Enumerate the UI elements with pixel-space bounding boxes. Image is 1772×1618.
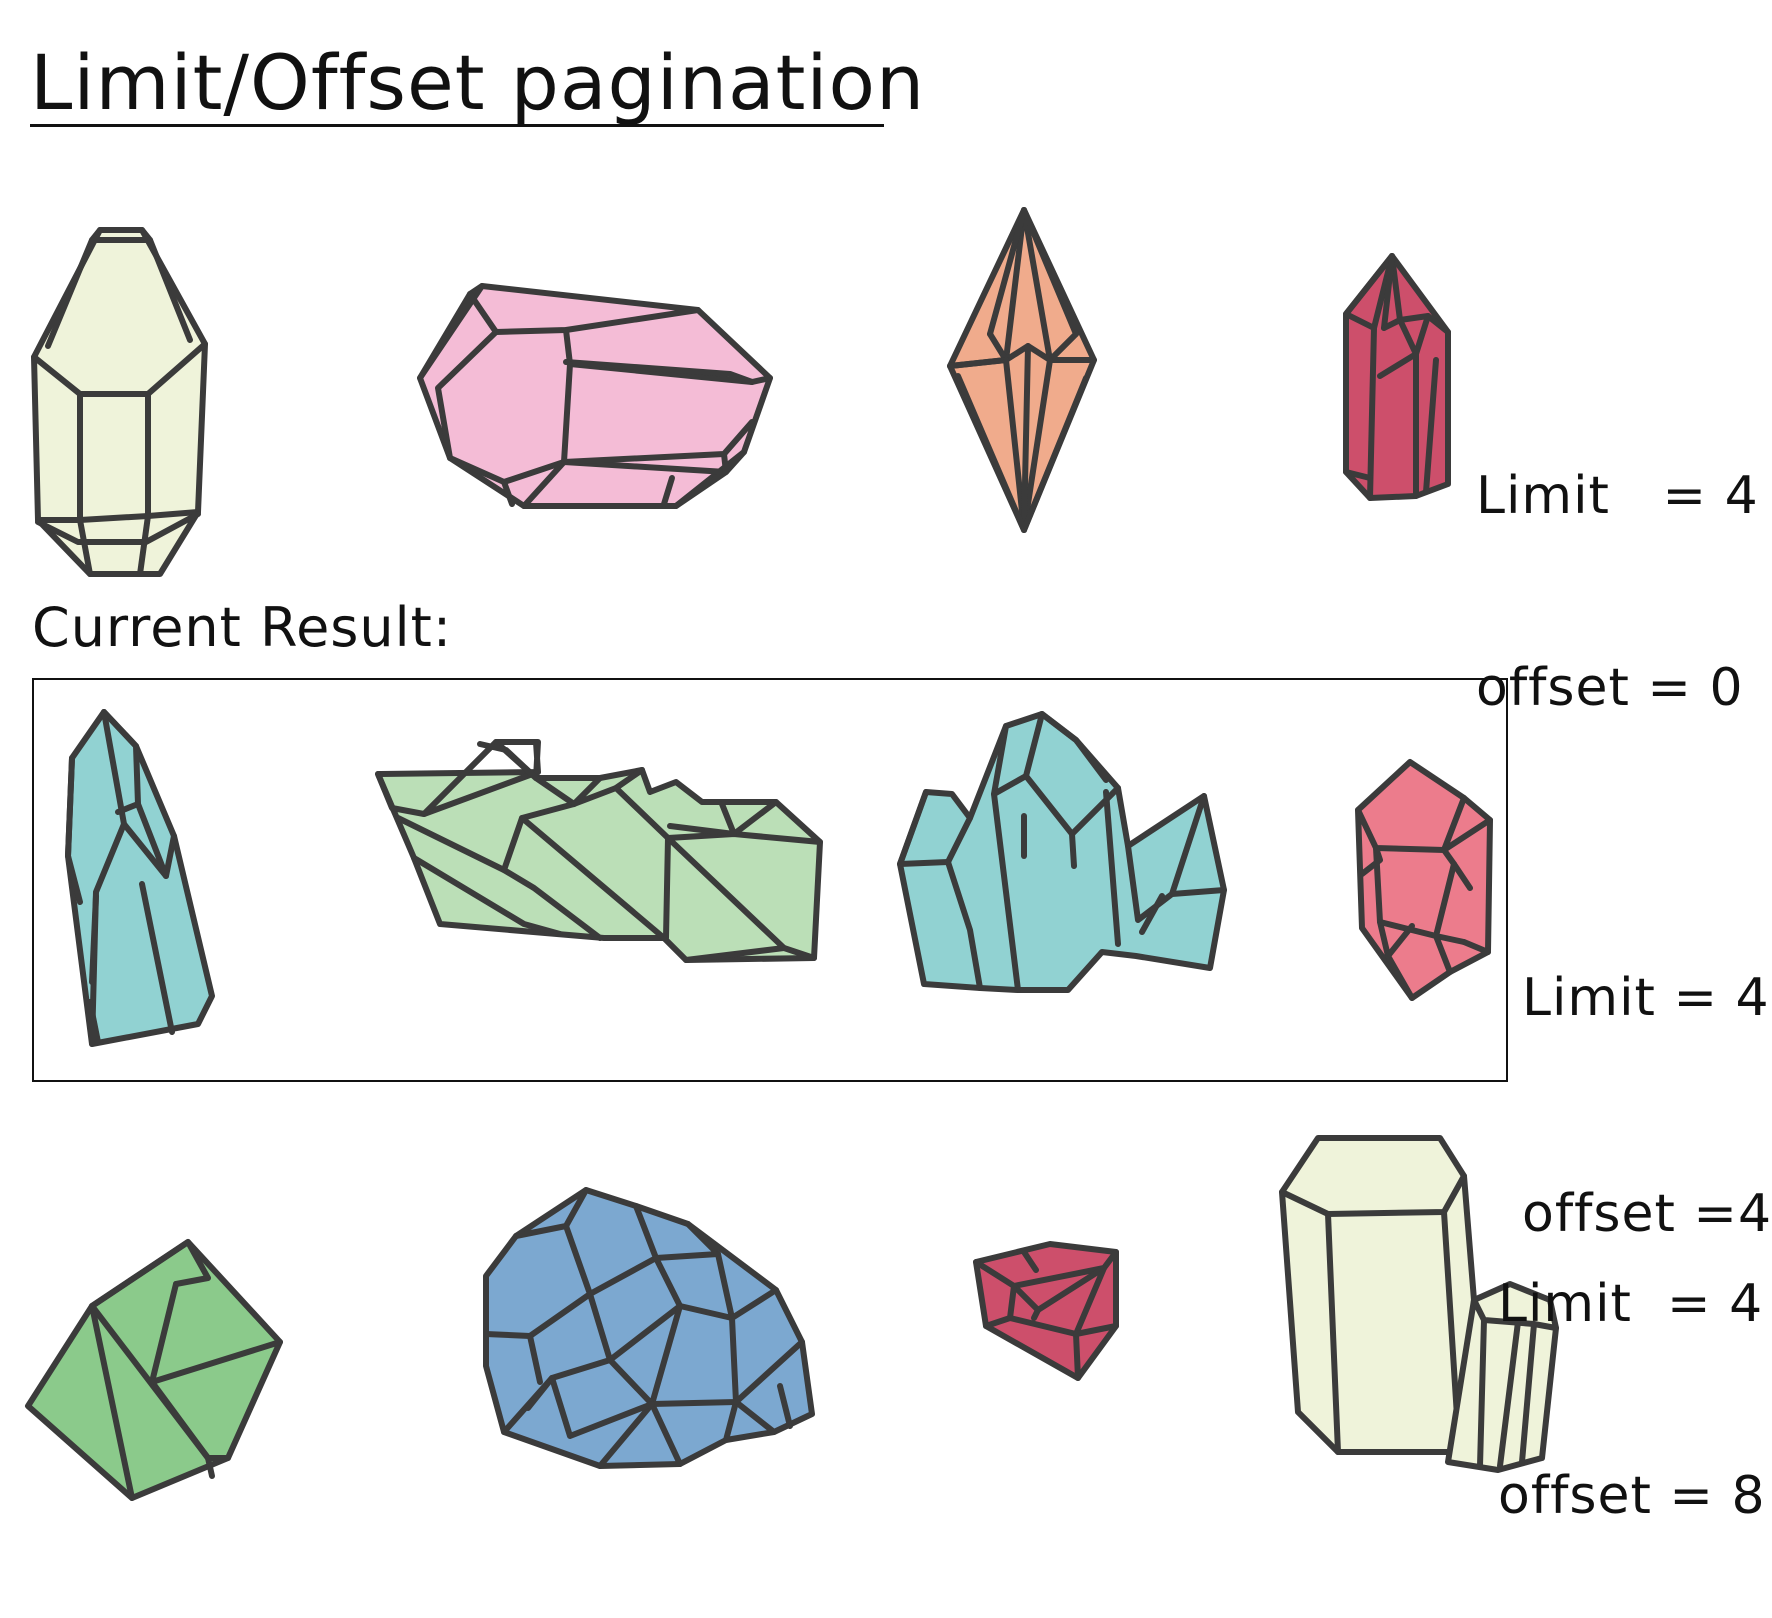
blue-geode-crystal	[483, 1187, 815, 1469]
page-2-limit: Limit = 4	[1522, 968, 1770, 1028]
page-title: Limit/Offset pagination	[30, 38, 926, 127]
page-2-offset: offset =4	[1522, 1184, 1772, 1244]
current-result-box	[32, 678, 1508, 1082]
current-result-label: Current Result:	[32, 596, 453, 659]
page-1-offset: offset = 0	[1476, 658, 1744, 718]
green-cube-crystal	[25, 1239, 283, 1501]
page-1-limit: Limit = 4	[1476, 466, 1759, 526]
green-cluster-crystal	[375, 739, 823, 963]
pale-yellow-prism-crystal	[31, 227, 208, 577]
title-underline	[30, 124, 884, 127]
pink-elongated-crystal	[417, 283, 773, 509]
page-3-params: Limit = 4 offset = 8	[1498, 1144, 1766, 1592]
red-small-crystal	[973, 1241, 1119, 1381]
page-3-offset: offset = 8	[1498, 1466, 1766, 1526]
page-2-params: Limit = 4 offset =4	[1522, 818, 1772, 1322]
teal-shard-crystal	[65, 709, 215, 1047]
teal-cluster-crystal	[897, 711, 1227, 993]
crimson-prism-crystal	[1343, 253, 1451, 501]
pale-yellow-twin-prism-crystal	[1279, 1135, 1559, 1473]
page-3-limit: Limit = 4	[1498, 1274, 1764, 1334]
orange-bipyramid-crystal	[947, 207, 1097, 533]
pink-faceted-crystal	[1355, 759, 1493, 1001]
page-1-params: Limit = 4 offset = 0	[1476, 336, 1759, 784]
